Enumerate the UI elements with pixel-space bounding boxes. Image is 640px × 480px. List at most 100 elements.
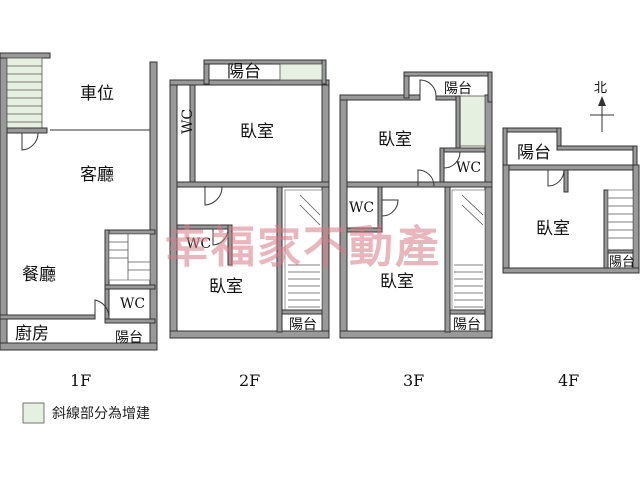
wall bbox=[189, 84, 196, 186]
floor-2f: 陽台 臥室 WC WC 臥室 陽台 bbox=[169, 59, 330, 339]
door-swing bbox=[94, 299, 110, 318]
legend-swatch bbox=[22, 402, 45, 424]
room-label-wc-right: WC bbox=[456, 160, 481, 176]
wall bbox=[502, 164, 638, 171]
wall bbox=[449, 309, 486, 315]
north-label: 北 bbox=[594, 81, 607, 96]
floor-label-4f: 4F bbox=[558, 371, 579, 390]
door-swing bbox=[443, 151, 461, 169]
room-label-dining: 餐廳 bbox=[22, 265, 56, 285]
room-label-wc: WC bbox=[120, 296, 145, 312]
wall bbox=[281, 309, 323, 315]
wall bbox=[339, 94, 421, 101]
door-swing bbox=[547, 169, 565, 187]
door-swing bbox=[204, 186, 223, 206]
wall bbox=[104, 229, 156, 235]
wall bbox=[104, 318, 156, 324]
wall bbox=[0, 52, 8, 351]
floor-3f: 陽台 臥室 WC WC 臥室 陽台 bbox=[339, 71, 493, 339]
wall bbox=[339, 94, 348, 339]
room-label-balcony: 陽台 bbox=[115, 330, 143, 346]
floor-label-1f: 1F bbox=[70, 371, 91, 390]
balcony-extension bbox=[279, 63, 323, 81]
wall bbox=[444, 186, 451, 333]
door-swing bbox=[381, 199, 399, 217]
floor-4f: 陽台 臥室 陽台 bbox=[502, 127, 640, 274]
wall bbox=[502, 127, 508, 169]
floor-1f: 車位 客廳 餐廳 WC 廚房 陽台 bbox=[0, 52, 158, 351]
door-swing bbox=[419, 79, 437, 98]
wall bbox=[455, 95, 461, 152]
floor-label-3f: 3F bbox=[403, 371, 424, 390]
wall bbox=[321, 59, 327, 85]
balcony-extension bbox=[459, 95, 486, 147]
wall bbox=[502, 127, 562, 133]
wall bbox=[6, 127, 48, 134]
wall bbox=[169, 330, 330, 339]
wall bbox=[149, 61, 158, 351]
room-label-wc-left: WC bbox=[349, 200, 374, 216]
room-label-kitchen: 廚房 bbox=[15, 323, 49, 344]
wall bbox=[487, 71, 493, 103]
wall bbox=[321, 79, 330, 339]
floor-label-2f: 2F bbox=[239, 371, 260, 390]
wall bbox=[0, 314, 96, 320]
room-label-living: 客廳 bbox=[80, 165, 114, 185]
stair-block bbox=[284, 189, 323, 311]
wall bbox=[403, 71, 493, 77]
wall bbox=[276, 186, 283, 333]
wall bbox=[339, 330, 493, 339]
wall bbox=[563, 169, 569, 193]
wall bbox=[169, 79, 330, 86]
stair-block bbox=[607, 189, 634, 251]
north-arrow-head-icon bbox=[598, 96, 606, 106]
wall bbox=[0, 52, 51, 59]
wall bbox=[203, 59, 327, 65]
legend-text: 斜線部分為增建 bbox=[52, 406, 150, 422]
wall bbox=[484, 94, 493, 339]
stair-extension bbox=[6, 57, 43, 129]
stair-steps bbox=[454, 194, 484, 308]
wall bbox=[502, 267, 640, 274]
room-label-bedroom-bottom: 臥室 bbox=[380, 272, 414, 292]
stair-block bbox=[108, 233, 151, 281]
door-swing bbox=[417, 169, 435, 187]
wall bbox=[104, 284, 156, 290]
room-label-parking: 車位 bbox=[80, 84, 114, 104]
stair-block bbox=[451, 189, 486, 311]
room-label-bedroom-top: 臥室 bbox=[378, 130, 412, 150]
watermark: 幸福家不動產 bbox=[165, 222, 441, 273]
room-label-bedroom: 臥室 bbox=[536, 219, 570, 239]
wall bbox=[346, 227, 383, 233]
room-label-wc-vertical: WC bbox=[180, 109, 196, 134]
door-swing bbox=[21, 132, 39, 151]
stair-steps bbox=[7, 65, 42, 123]
stair-steps bbox=[288, 194, 321, 308]
wall bbox=[169, 79, 178, 339]
wall bbox=[176, 181, 330, 188]
wall bbox=[439, 147, 445, 185]
room-label-balcony: 陽台 bbox=[517, 143, 551, 163]
room-label-balcony-small: 陽台 bbox=[609, 255, 635, 270]
stair-steps bbox=[109, 234, 150, 280]
stair-steps bbox=[608, 197, 633, 239]
wall bbox=[556, 145, 638, 151]
wall bbox=[502, 164, 510, 273]
wall bbox=[227, 224, 233, 266]
wall bbox=[439, 147, 486, 153]
door-swing bbox=[212, 228, 229, 246]
room-label-balcony-bottom: 陽台 bbox=[453, 317, 481, 333]
wall bbox=[104, 229, 110, 286]
wall bbox=[607, 249, 634, 254]
north-arrow: 北 bbox=[590, 81, 614, 132]
room-label-bedroom-bottom: 臥室 bbox=[209, 277, 243, 297]
room-label-wc: WC bbox=[186, 236, 211, 252]
room-label-bedroom-top: 臥室 bbox=[240, 122, 274, 142]
room-label-balcony-top: 陽台 bbox=[227, 62, 261, 82]
wall bbox=[346, 181, 493, 188]
room-label-balcony-top: 陽台 bbox=[444, 81, 472, 97]
wall bbox=[603, 189, 609, 269]
wall bbox=[0, 342, 158, 351]
room-label-balcony-bottom: 陽台 bbox=[289, 317, 317, 333]
